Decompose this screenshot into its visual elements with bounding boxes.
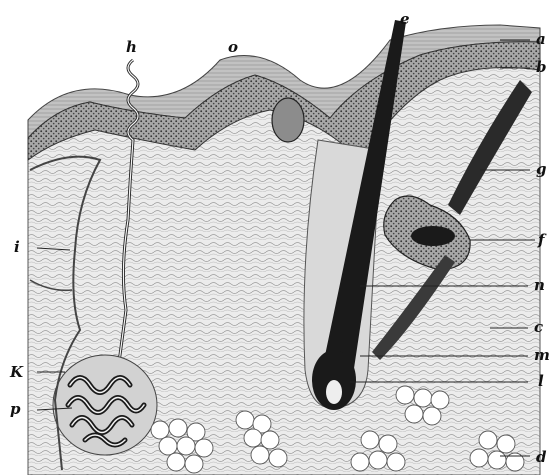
label-h: h [126,38,137,56]
sebaceous-core [411,226,455,246]
label-g: g [536,160,547,178]
label-d: d [536,448,547,466]
papilla [272,98,304,142]
label-n: n [534,276,545,294]
label-c: c [534,318,543,336]
hair-papilla [326,380,342,404]
label-k: K [9,363,24,381]
label-l: l [538,372,544,390]
label-p: p [10,400,21,418]
label-m: m [534,346,550,364]
label-a: a [536,30,546,48]
label-e: e [400,10,410,28]
label-o: o [228,38,238,56]
label-b: b [536,58,547,76]
label-i: i [14,238,20,256]
label-f: f [537,231,547,249]
sweat-gland-coil [53,355,157,455]
